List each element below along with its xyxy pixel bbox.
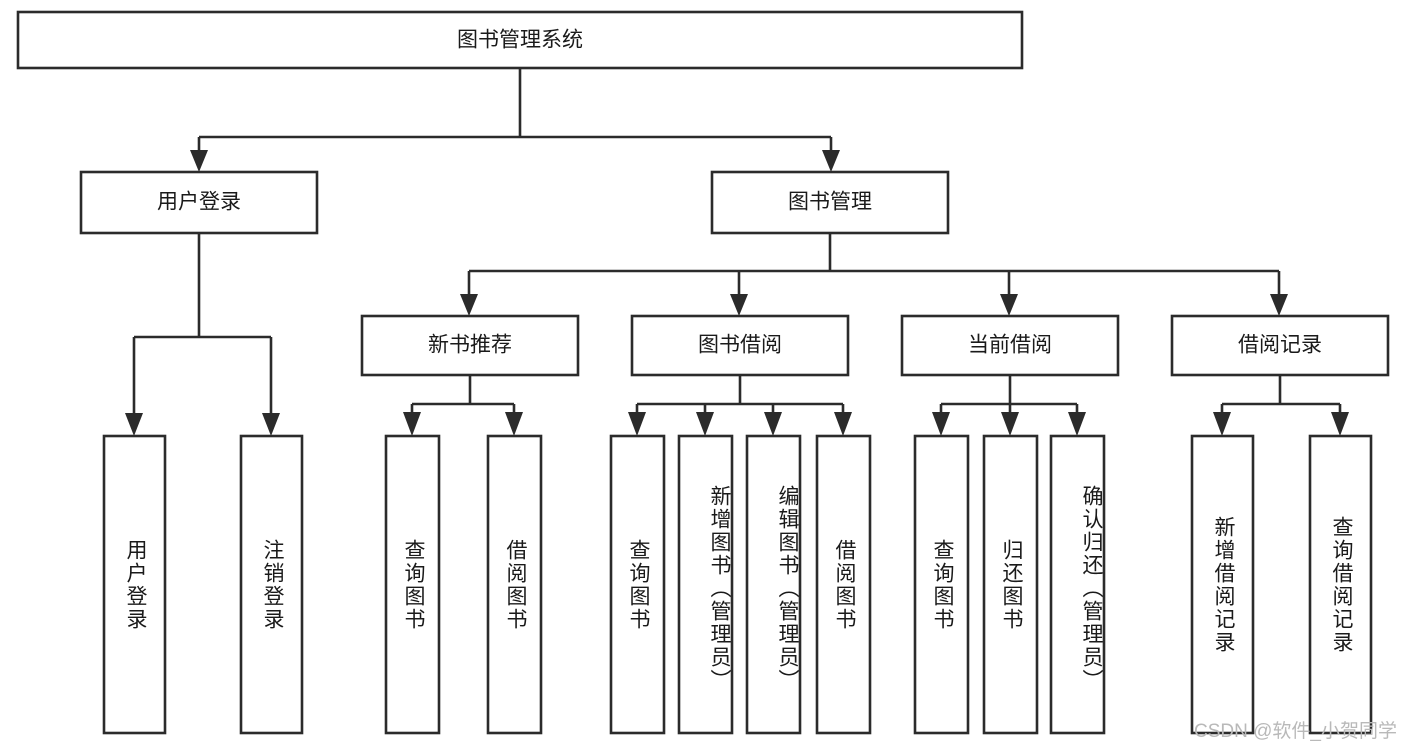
arrow-head-icon xyxy=(1000,294,1018,316)
connector-root-to-level2 xyxy=(190,68,840,172)
arrow-head-icon xyxy=(834,412,852,436)
node-book-management-label: 图书管理 xyxy=(788,191,872,214)
arrow-head-icon xyxy=(190,150,208,172)
node-current-borrow-box[interactable] xyxy=(900,314,1120,377)
node-new-book-recommend-label: 新书推荐 xyxy=(428,334,512,357)
node-book-management[interactable]: 图书管理 xyxy=(710,170,950,235)
node-user-login-box[interactable] xyxy=(79,170,319,235)
connector-book-borrow-to-leaves xyxy=(628,375,852,436)
arrow-head-icon xyxy=(1331,412,1349,436)
arrow-head-icon xyxy=(1213,412,1231,436)
connector-current-borrow-to-leaves xyxy=(932,375,1086,436)
node-root[interactable]: 图书管理系统 xyxy=(16,10,1024,70)
connector-borrow-record-to-leaves xyxy=(1213,375,1349,436)
leaf-box-confirm-return-admin[interactable] xyxy=(1049,434,1106,735)
arrow-head-icon xyxy=(262,413,280,436)
connector-user-login-to-leaves xyxy=(125,233,280,436)
leaf-box-add-book-admin[interactable] xyxy=(677,434,734,735)
arrow-head-icon xyxy=(1068,412,1086,436)
node-new-book-recommend-box[interactable] xyxy=(360,314,580,377)
watermark-text: CSDN @软件_小贺同学 xyxy=(1194,721,1397,742)
leaf-box-query-book-1[interactable] xyxy=(384,434,441,735)
leaf-box-query-book-2[interactable] xyxy=(609,434,666,735)
arrow-head-icon xyxy=(822,150,840,172)
leaf-box-query-borrow-record[interactable] xyxy=(1308,434,1373,735)
leaf-box-return-book[interactable] xyxy=(982,434,1039,735)
arrow-head-icon xyxy=(460,294,478,316)
leaf-box-add-borrow-record[interactable] xyxy=(1190,434,1255,735)
node-current-borrow-label: 当前借阅 xyxy=(968,334,1052,357)
node-book-borrow[interactable]: 图书借阅 xyxy=(630,314,850,377)
node-new-book-recommend[interactable]: 新书推荐 xyxy=(360,314,580,377)
leaf-box-borrow-book-1[interactable] xyxy=(486,434,543,735)
arrow-head-icon xyxy=(932,412,950,436)
leaf-box-borrow-book-2[interactable] xyxy=(815,434,872,735)
leaf-box-edit-book-admin[interactable] xyxy=(745,434,802,735)
arrow-head-icon xyxy=(505,412,523,436)
node-borrow-record-label: 借阅记录 xyxy=(1238,334,1322,357)
node-borrow-record[interactable]: 借阅记录 xyxy=(1170,314,1390,377)
arrow-head-icon xyxy=(1270,294,1288,316)
node-user-login[interactable]: 用户登录 xyxy=(79,170,319,235)
arrow-head-icon xyxy=(403,412,421,436)
arrow-head-icon xyxy=(125,413,143,436)
node-book-borrow-label: 图书借阅 xyxy=(698,334,782,357)
arrow-head-icon xyxy=(1001,412,1019,436)
leaf-box-logout[interactable] xyxy=(239,434,304,735)
node-current-borrow[interactable]: 当前借阅 xyxy=(900,314,1120,377)
arrow-head-icon xyxy=(628,412,646,436)
arrow-head-icon xyxy=(764,412,782,436)
arrow-head-icon xyxy=(730,294,748,316)
node-root-label: 图书管理系统 xyxy=(457,29,583,52)
node-user-login-label: 用户登录 xyxy=(157,191,241,214)
leaf-box-user-login[interactable] xyxy=(102,434,167,735)
node-root-box[interactable] xyxy=(16,10,1024,70)
connector-book-management-to-level3 xyxy=(460,233,1288,316)
connector-new-book-to-leaves xyxy=(403,375,523,436)
arrow-head-icon xyxy=(696,412,714,436)
leaf-box-query-book-3[interactable] xyxy=(913,434,970,735)
